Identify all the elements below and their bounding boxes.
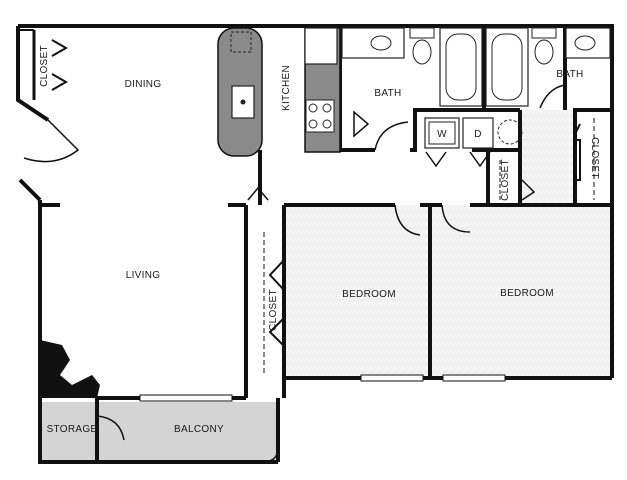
bath-1-vanity <box>341 27 405 59</box>
bedroom-1-closet <box>263 232 285 375</box>
balcony-rail <box>261 402 279 463</box>
balcony-floor <box>97 402 278 462</box>
label-closet-bedroom-1: CLOSET <box>268 289 279 331</box>
water-heater <box>497 119 523 145</box>
label-bedroom-1: BEDROOM <box>342 289 396 300</box>
bath-2-toilet-tank <box>531 27 557 39</box>
label-living: LIVING <box>126 270 161 281</box>
dryer <box>462 117 494 149</box>
living-closet-arrow <box>247 186 269 201</box>
storage-door-swing <box>96 415 125 441</box>
label-bath-1: BATH <box>374 88 401 99</box>
hall-floor <box>520 110 575 205</box>
interior-walls <box>40 26 612 462</box>
label-dining: DINING <box>125 79 162 90</box>
label-washer: W <box>437 129 447 140</box>
exterior-walls <box>16 24 614 464</box>
entry-closet <box>18 29 69 100</box>
label-bedroom-2: BEDROOM <box>500 288 554 299</box>
bedroom-1-floor <box>284 205 430 378</box>
entry-door-swing <box>23 119 80 163</box>
label-kitchen: KITCHEN <box>281 65 292 111</box>
refrigerator <box>304 27 338 65</box>
label-bath-2: BATH <box>556 69 583 80</box>
storage-floor <box>40 402 97 462</box>
label-balcony: BALCONY <box>174 424 224 435</box>
label-dryer: D <box>474 129 482 140</box>
bedroom-2-closet <box>575 118 595 200</box>
stove <box>305 99 335 133</box>
windows <box>139 374 506 402</box>
bedroom-2-floor <box>432 205 612 378</box>
door-swings <box>374 121 471 236</box>
bath-1-toilet-tank <box>409 27 435 39</box>
bath-2-door-swing <box>539 84 566 109</box>
label-closet-hall: CLOSET <box>500 159 511 201</box>
label-closet-bedroom-2: CLOSET <box>589 137 600 179</box>
dishwasher <box>230 31 252 53</box>
label-closet-entry: CLOSET <box>39 45 50 87</box>
fireplace <box>40 340 100 398</box>
label-storage: STORAGE <box>47 424 98 435</box>
bath-2-vanity <box>565 27 611 59</box>
washer <box>424 117 460 149</box>
